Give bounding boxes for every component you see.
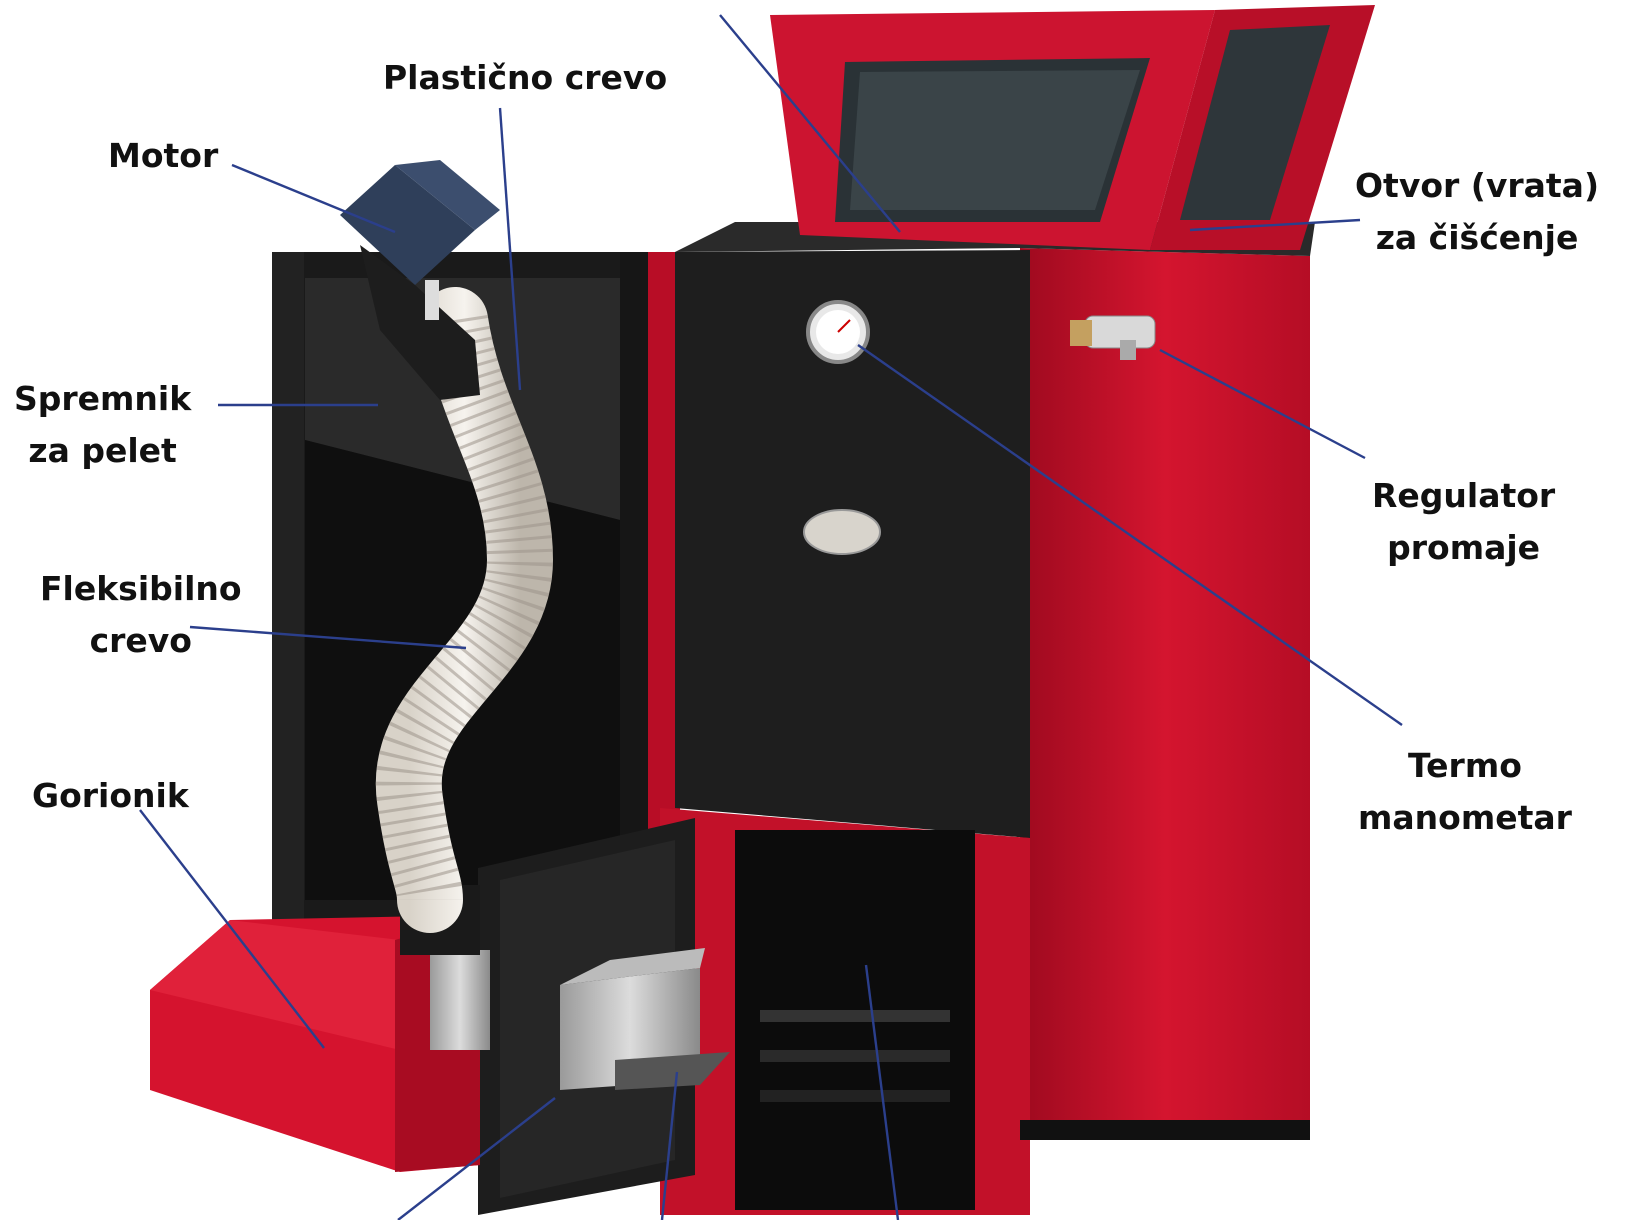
firebox (735, 830, 975, 1210)
label-spremnik-line2: za pelet (28, 431, 177, 470)
label-motor: Motor (108, 130, 218, 182)
leader-fleksibilno (189, 625, 467, 650)
label-plasticno-crevo-text: Plastično crevo (383, 58, 668, 97)
burner-nozzle (560, 948, 730, 1090)
label-spremnik-line1: Spremnik (14, 379, 192, 418)
brand-badge (803, 509, 881, 555)
label-gorionik-text: Gorionik (32, 776, 189, 815)
thermo-manometer (806, 300, 870, 364)
leader-top-lid (719, 14, 901, 233)
label-termo-manometar: Termo manometar (1358, 740, 1572, 844)
label-otvor-line2: za čišćenje (1375, 218, 1579, 257)
leader-bottom-nozzle (660, 1071, 679, 1220)
leader-bottom-door (397, 1097, 556, 1220)
label-spremnik: Spremnik za pelet (14, 373, 191, 477)
burner (150, 885, 490, 1172)
label-termo-line1: Termo (1408, 746, 1522, 785)
draft-regulator (1070, 315, 1156, 360)
motor (340, 160, 500, 400)
leader-gorionik (139, 809, 325, 1049)
label-plasticno-crevo: Plastično crevo (383, 52, 667, 104)
leader-bottom-firebox (864, 964, 900, 1220)
leader-lines (139, 14, 1403, 1220)
label-otvor-line1: Otvor (vrata) (1355, 166, 1600, 205)
label-motor-text: Motor (108, 136, 219, 175)
leader-plasticno-crevo (498, 107, 522, 391)
label-fleksibilno-crevo: Fleksibilno crevo (40, 563, 242, 667)
label-termo-line2: manometar (1358, 798, 1572, 837)
label-otvor-za-ciscenje: Otvor (vrata) za čišćenje (1355, 160, 1599, 264)
label-regulator-line1: Regulator (1372, 476, 1556, 515)
label-regulator-line2: promaje (1387, 528, 1541, 567)
leader-regulator (1159, 348, 1366, 460)
leader-termo (857, 344, 1403, 726)
leader-otvor (1189, 218, 1361, 232)
cleaning-lids (770, 5, 1375, 250)
leader-motor (231, 163, 396, 234)
hose-ribs (375, 314, 554, 902)
label-fleksibilno-line1: Fleksibilno (40, 569, 242, 608)
label-gorionik: Gorionik (32, 770, 189, 822)
label-fleksibilno-line2: crevo (89, 621, 192, 660)
label-regulator-promaje: Regulator promaje (1372, 470, 1555, 574)
